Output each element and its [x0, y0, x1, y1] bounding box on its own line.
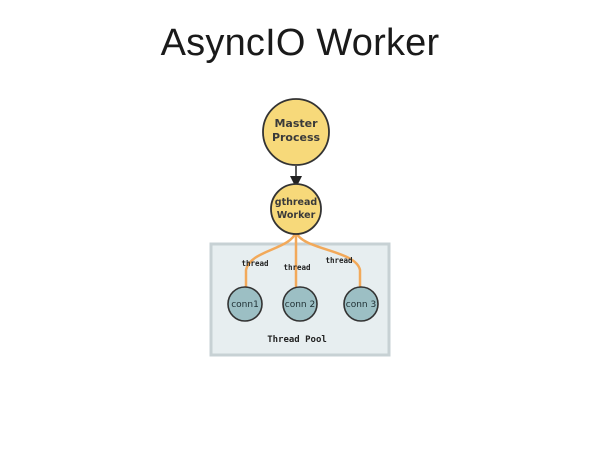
- gthread-worker-label-line2: Worker: [277, 210, 316, 221]
- master-process-node: [262, 98, 330, 166]
- thread-label-2: thread: [283, 263, 310, 272]
- master-process-label-line1: Master: [274, 117, 318, 130]
- thread-line-3: [294, 231, 362, 288]
- thread-pool-label: Thread Pool: [267, 335, 327, 345]
- connection-node-2: [282, 286, 318, 322]
- thread-label-3: thread: [325, 256, 352, 265]
- gthread-worker-label-line1: gthread: [275, 197, 317, 208]
- thread-label-1: thread: [241, 259, 268, 268]
- master-process-label-line2: Process: [272, 131, 321, 144]
- connection-node-1: [227, 286, 263, 322]
- connection-label-1: conn1: [231, 300, 259, 310]
- connection-label-3: conn 3: [346, 300, 376, 310]
- connection-label-2: conn 2: [285, 300, 315, 310]
- connection-node-3: [343, 286, 379, 322]
- thread-line-1: [244, 231, 298, 288]
- slide-title: AsyncIO Worker: [160, 22, 440, 64]
- gthread-worker-node: [270, 183, 322, 235]
